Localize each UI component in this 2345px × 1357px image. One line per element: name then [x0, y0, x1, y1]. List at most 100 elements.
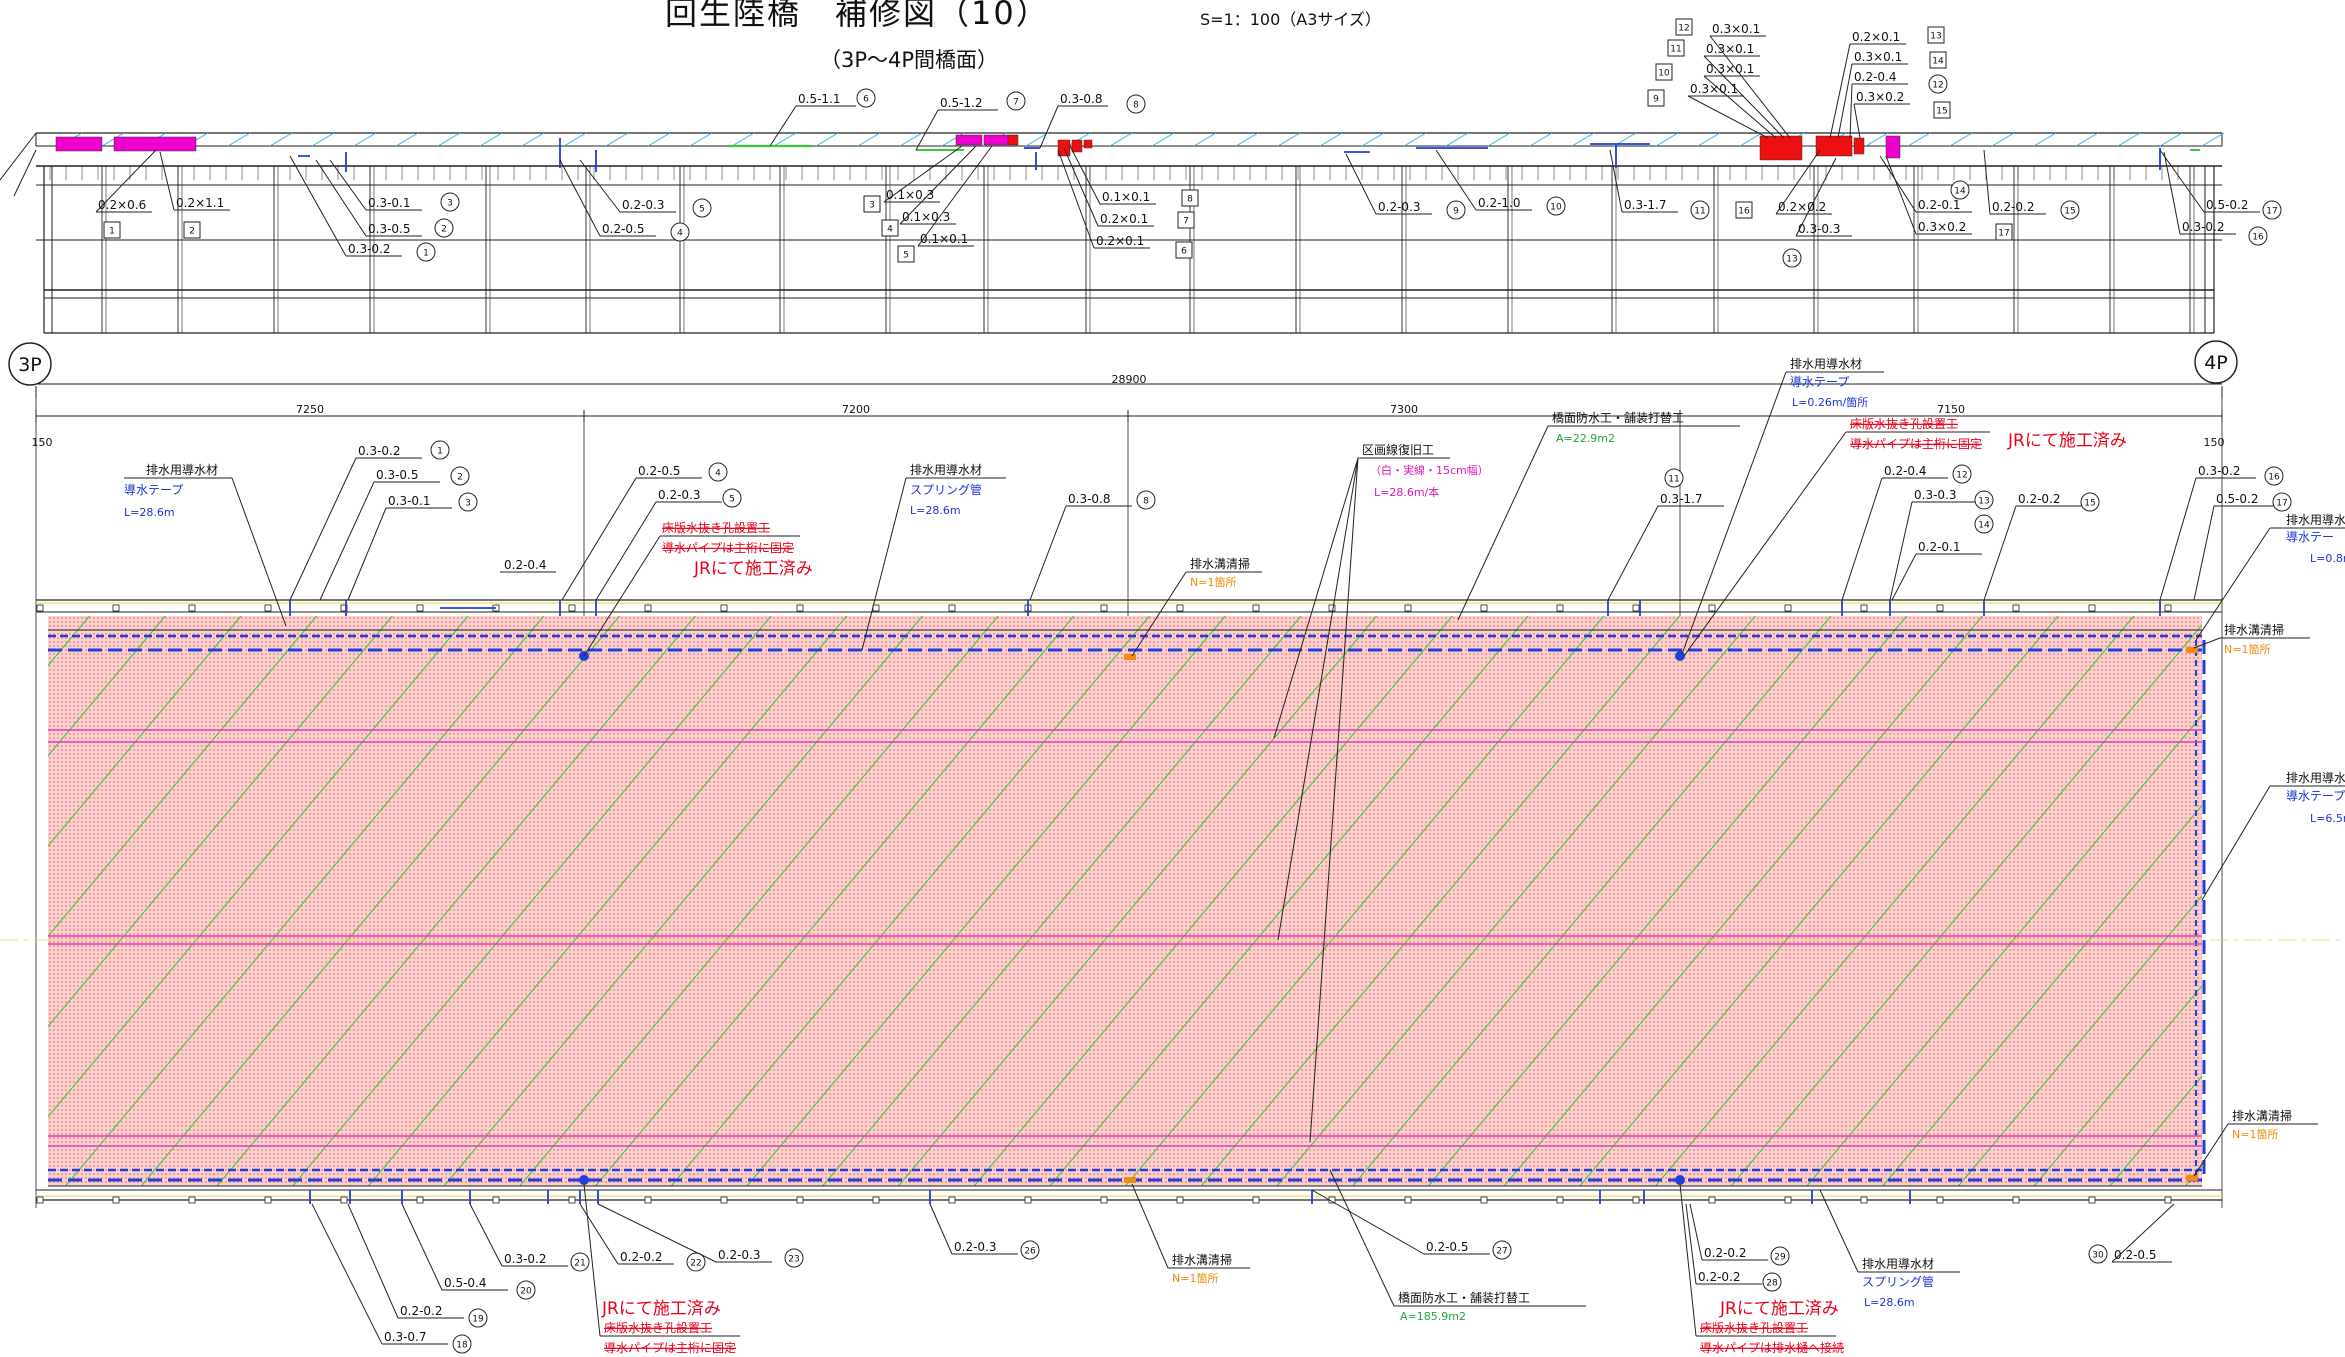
- callout-leader: [1853, 103, 1861, 139]
- elev-label: 0.3-0.2: [2182, 220, 2225, 234]
- callout-number: 4: [715, 469, 721, 479]
- callout-leader: [2193, 505, 2215, 601]
- dimension-span: 7200: [842, 403, 870, 416]
- callout-leader: [1329, 1169, 1395, 1307]
- elev-label: 0.2×0.2: [1778, 200, 1826, 214]
- plan-label: 0.3-0.3: [1914, 488, 1957, 502]
- callout-leader: [579, 1203, 619, 1265]
- edge-bolt: [188, 604, 196, 612]
- callout-leader: [1775, 149, 1821, 215]
- deck-hatch: [731, 132, 755, 147]
- callout-number: 15: [1936, 107, 1947, 117]
- elev-label: 0.2-0.1: [1918, 198, 1961, 212]
- note-waterproof: 橋面防水工・舗装打替工: [1552, 410, 1684, 425]
- deck-hatch: [899, 132, 923, 147]
- note-trench-clean: 排水溝清掃: [2232, 1108, 2292, 1123]
- drain-hole-dot: [579, 1175, 589, 1185]
- note-length: L=28.6m: [124, 506, 175, 519]
- callout-number-circle: [1492, 1240, 1512, 1260]
- repair-block-red: [1071, 139, 1083, 153]
- edge-bolt: [36, 1196, 44, 1204]
- deck-hatch: [1025, 132, 1049, 147]
- callout-number-circle: [1546, 196, 1566, 216]
- plan-label: 0.2-0.3: [658, 488, 701, 502]
- note-drain-material: 排水用導水材: [1862, 1257, 1934, 1271]
- callout-leader: [769, 105, 797, 147]
- dimension-span: 7150: [1937, 403, 1965, 416]
- callout-number: 12: [1956, 471, 1967, 481]
- callout-number: 17: [2276, 499, 2287, 509]
- callout-number: 16: [2252, 233, 2264, 243]
- callout-leader: [1683, 431, 1847, 657]
- deck-hatch: [1445, 132, 1469, 147]
- repair-block-red: [1815, 135, 1853, 157]
- deck-hatch-area: [48, 616, 2202, 1186]
- callout-number: 10: [1550, 203, 1562, 213]
- plan-label: 0.2-0.2: [400, 1304, 443, 1318]
- deck-hatch: [605, 132, 629, 147]
- deck-hatch: [2033, 132, 2057, 147]
- callout-leader: [559, 159, 601, 237]
- elev-label: 0.3-1.7: [1624, 198, 1667, 212]
- deck-hatch: [2201, 132, 2225, 147]
- callout-number: 8: [1143, 497, 1149, 507]
- repair-block-magenta: [1885, 135, 1901, 159]
- edge-bolt: [1556, 1196, 1564, 1204]
- callout-number: 22: [690, 1259, 701, 1269]
- deck-hatch: [227, 132, 251, 147]
- repair-block-magenta: [113, 136, 197, 152]
- callout-leader: [1983, 505, 2017, 601]
- callout-number: 5: [699, 205, 705, 215]
- edge-bolt: [568, 1196, 576, 1204]
- callout-number-box: [1927, 26, 1945, 44]
- callout-number: 7: [1183, 217, 1189, 227]
- elev-label: 0.2-0.3: [1378, 200, 1421, 214]
- callout-number-circle: [708, 462, 728, 482]
- note-slab-drain-hole: 床版水抜き孔設置工: [1700, 1320, 1808, 1335]
- deck-hatch: [2117, 132, 2141, 147]
- callout-number: 5: [729, 495, 735, 505]
- callout-number-circle: [516, 1280, 536, 1300]
- elev-label: 0.1×0.1: [1102, 190, 1150, 204]
- callout-leader: [1703, 75, 1777, 139]
- note-length: L=28.6m: [910, 504, 961, 517]
- callout-leader: [347, 1203, 399, 1319]
- callout-number-circle: [2272, 492, 2292, 512]
- note-pipe-fixed: 導水パイプは主桁に固定: [662, 540, 794, 555]
- callout-number: 26: [1024, 1247, 1036, 1257]
- callout-number-box: [1181, 189, 1199, 207]
- edge-bolt: [264, 1196, 272, 1204]
- plan-label: 0.2-0.3: [718, 1248, 761, 1262]
- callout-number-circle: [686, 1252, 706, 1272]
- callout-leader: [1029, 505, 1067, 601]
- callout-number-circle: [1126, 94, 1146, 114]
- callout-leader: [929, 1203, 953, 1255]
- edge-bolt: [1100, 1196, 1108, 1204]
- edge-bolt: [2164, 604, 2172, 612]
- callout-leader: [917, 145, 993, 247]
- callout-leader: [1837, 63, 1853, 139]
- deck-approach-line: [13, 149, 37, 197]
- callout-number-box: [1647, 89, 1665, 107]
- elev-label: 0.5-0.2: [2206, 198, 2249, 212]
- callout-number: 2: [441, 225, 447, 235]
- callout-number-box: [1929, 51, 1947, 69]
- callout-number: 10: [1658, 69, 1670, 79]
- elev-label: 0.1×0.1: [920, 232, 968, 246]
- callout-number: 11: [1670, 45, 1681, 55]
- deck-hatch: [101, 132, 125, 147]
- callout-leader: [2195, 527, 2271, 641]
- callout-number-box: [1177, 211, 1195, 229]
- edge-bolt: [1404, 604, 1412, 612]
- callout-leader: [2201, 785, 2271, 901]
- callout-number: 12: [1678, 24, 1689, 34]
- callout-leader: [561, 477, 637, 601]
- elev-label: 0.2×0.1: [1096, 234, 1144, 248]
- callout-number: 1: [423, 249, 429, 259]
- note-slab-drain-hole: 床版水抜き孔設置工: [662, 520, 770, 535]
- callout-leader: [583, 535, 661, 657]
- callout-number: 1: [109, 227, 115, 237]
- deck-hatch: [773, 132, 797, 147]
- plan-label: 0.2-0.2: [620, 1250, 663, 1264]
- elev-label: 0.5-1.1: [798, 92, 841, 106]
